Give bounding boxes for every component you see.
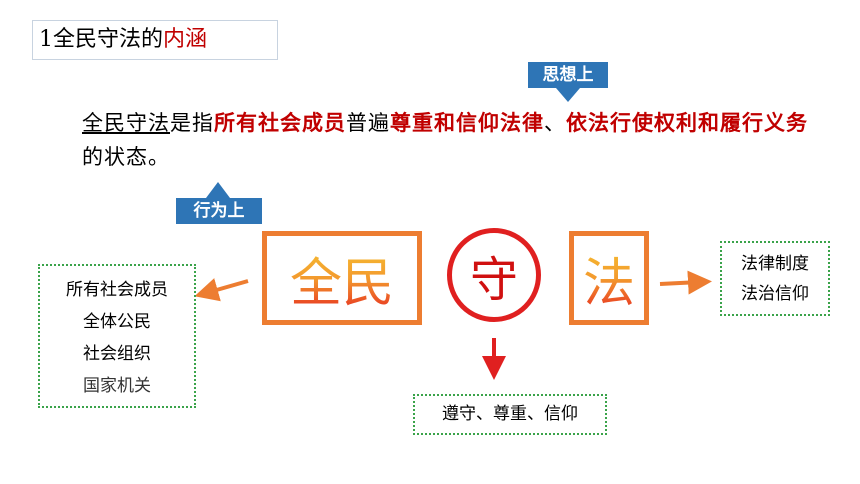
shou-circle: 守 [447, 228, 541, 322]
definition-term: 全民守法 [82, 111, 170, 135]
definition-attitude: 尊重和信仰法律 [390, 110, 544, 135]
definition-part3: 、 [544, 111, 566, 135]
law-item: 法治信仰 [741, 284, 809, 304]
definition-subjects: 所有社会成员 [214, 110, 346, 135]
title-highlight: 内涵 [163, 27, 208, 52]
title-number: 1 [39, 27, 53, 52]
subject-item: 所有社会成员 [66, 280, 168, 300]
definition-behavior: 依法行使权利和履行义务 [566, 110, 808, 135]
law-item: 法律制度 [741, 254, 809, 274]
subject-item: 全体公民 [83, 312, 151, 332]
arrow-to-law [659, 270, 712, 295]
subjects-box: 所有社会成员 全体公民 社会组织 国家机关 [38, 264, 196, 408]
definition-part2: 普遍 [346, 111, 390, 135]
subject-item: 国家机关 [83, 376, 151, 396]
definition-part1: 是指 [170, 111, 214, 135]
section-title: 1全民守法的内涵 [32, 20, 278, 60]
fa-box: 法 [569, 231, 649, 325]
definition-part4: 的状态。 [82, 145, 170, 169]
quanmin-box: 全民 [262, 231, 422, 325]
behavior-callout: 行为上 [176, 198, 262, 224]
behavior-callout-pointer [206, 182, 230, 198]
thought-callout-pointer [556, 88, 580, 102]
definition-text: 全民守法是指所有社会成员普遍尊重和信仰法律、依法行使权利和履行义务的状态。 [82, 106, 822, 174]
fa-text: 法 [583, 241, 635, 316]
subject-item: 社会组织 [83, 344, 151, 364]
actions-box: 遵守、尊重、信仰 [413, 394, 607, 435]
actions-text: 遵守、尊重、信仰 [442, 404, 578, 424]
quanmin-text: 全民 [290, 241, 394, 316]
thought-callout: 思想上 [528, 62, 608, 88]
law-box: 法律制度 法治信仰 [720, 241, 830, 316]
shou-text: 守 [469, 252, 518, 308]
arrow-to-subjects [194, 278, 249, 302]
title-text: 全民守法的 [53, 27, 164, 52]
